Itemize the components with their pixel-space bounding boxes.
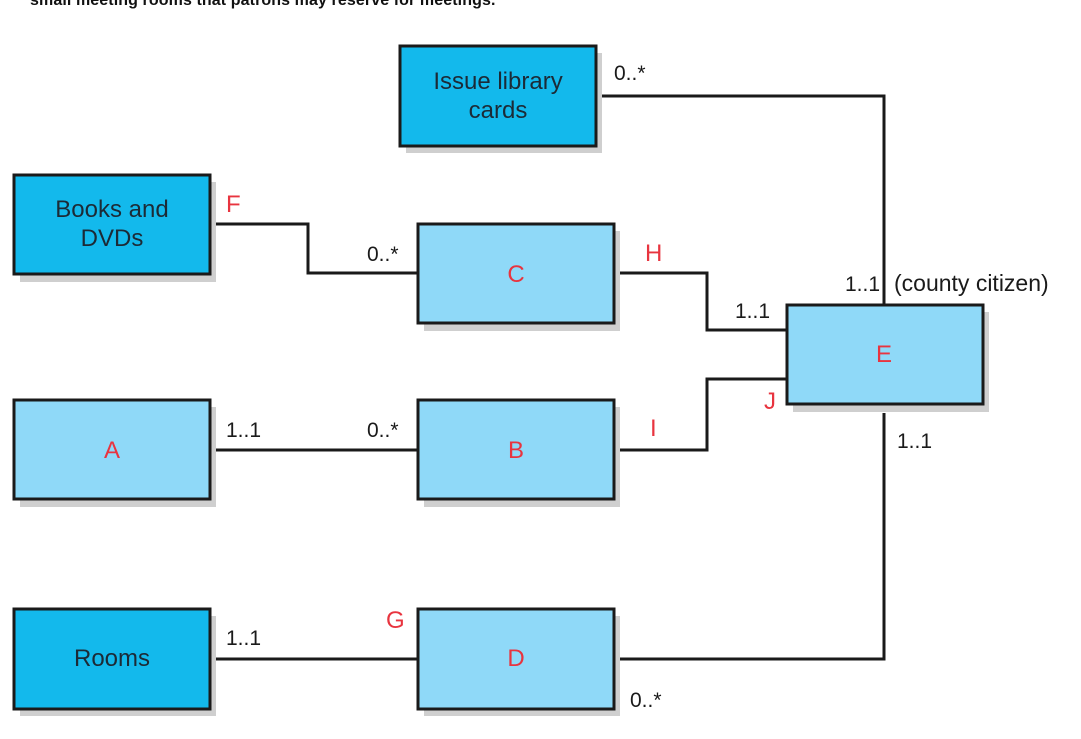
connector-c-e <box>614 271 787 332</box>
note-county-citizen: (county citizen) <box>894 270 1049 296</box>
card-a-b-left: 1..1 <box>226 419 261 442</box>
card-e-top: 1..1 <box>845 273 880 296</box>
c-label: C <box>507 261 524 288</box>
box-d: D <box>416 607 620 716</box>
box-issue-library-cards: Issue library cards <box>398 44 602 153</box>
label-f: F <box>226 191 241 218</box>
connector-b-e <box>614 377 787 452</box>
issue-line2: cards <box>469 97 528 124</box>
label-h: H <box>645 240 662 267</box>
card-e-bottom: 1..1 <box>897 430 932 453</box>
connector-books-c <box>211 222 418 275</box>
box-e: E <box>785 303 989 412</box>
a-label: A <box>104 437 120 464</box>
card-d-e: 0..* <box>630 689 662 712</box>
card-books-c: 0..* <box>367 243 399 266</box>
card-issue-e: 0..* <box>614 62 646 85</box>
rooms-label: Rooms <box>74 645 150 672</box>
label-j: J <box>764 388 776 415</box>
label-g: G <box>386 607 405 634</box>
books-line2: DVDs <box>81 225 144 252</box>
connector-issue-e <box>598 94 886 305</box>
connector-d-e <box>614 413 886 661</box>
label-i: I <box>650 415 657 442</box>
issue-line1: Issue library <box>433 68 562 95</box>
d-label: D <box>507 645 524 672</box>
card-rooms-d: 1..1 <box>226 627 261 650</box>
caption-text: small meeting rooms that patrons may res… <box>30 0 496 9</box>
box-b: B <box>416 398 620 507</box>
card-c-e: 1..1 <box>735 300 770 323</box>
box-a: A <box>12 398 216 507</box>
box-rooms: Rooms <box>12 607 216 716</box>
books-line1: Books and <box>55 196 168 223</box>
e-label: E <box>876 341 892 368</box>
card-a-b-right: 0..* <box>367 419 399 442</box>
b-label: B <box>508 437 524 464</box>
box-books-dvds: Books and DVDs <box>12 173 216 282</box>
box-c: C <box>416 222 620 331</box>
